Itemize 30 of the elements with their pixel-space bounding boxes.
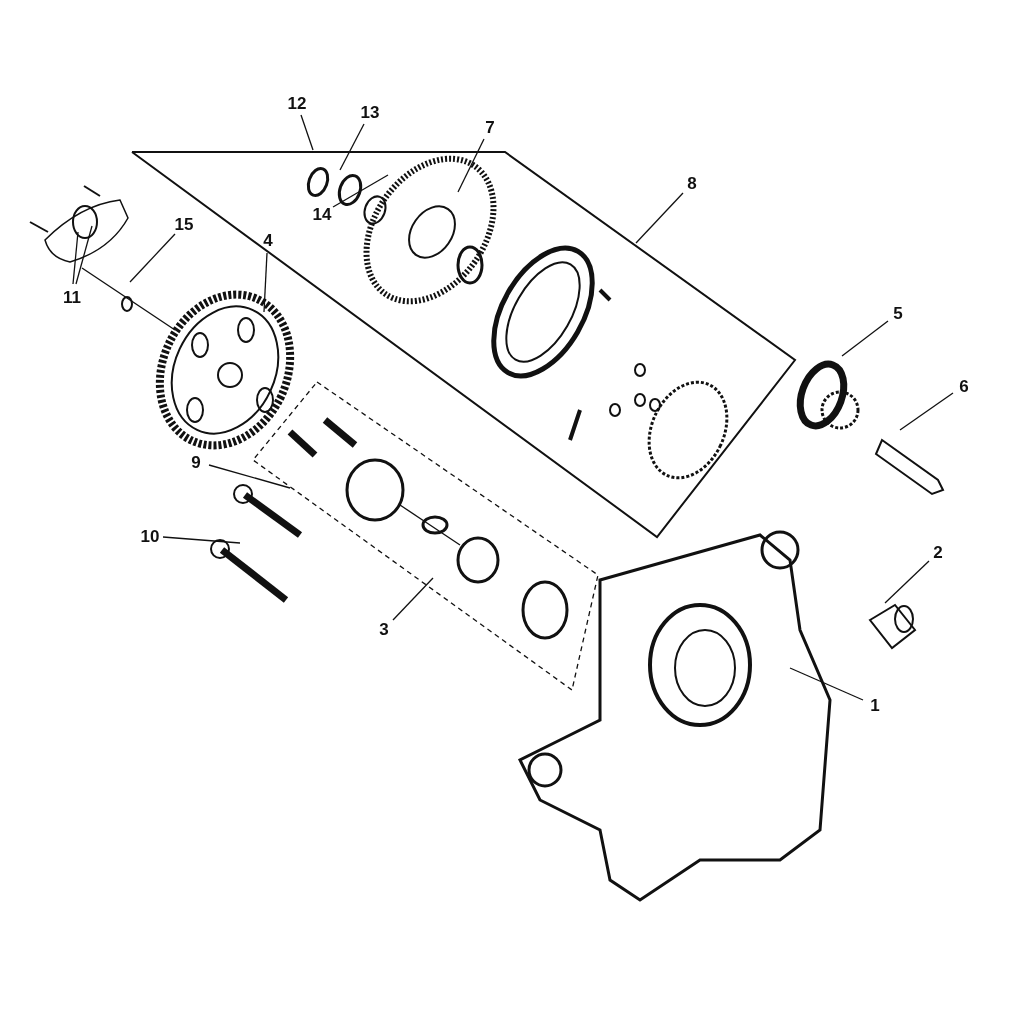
leader-line (300, 114, 314, 151)
callout-number: 15 (174, 215, 194, 233)
callout-number: 12 (287, 94, 307, 112)
leader-line (263, 252, 268, 313)
leader-line (635, 192, 684, 244)
callout-number: 7 (485, 118, 495, 136)
callout-number: 3 (379, 620, 389, 638)
leader-line (129, 233, 176, 283)
leader-line (208, 464, 291, 489)
callout-number: 6 (959, 377, 969, 395)
leader-line (339, 123, 365, 171)
leader-line (884, 560, 930, 604)
leader-line (899, 392, 954, 431)
callout-number: 8 (687, 174, 697, 192)
leader-line (789, 667, 864, 701)
leader-line (392, 577, 434, 621)
callout-number: 4 (263, 231, 273, 249)
callout-number: 11 (63, 288, 81, 306)
leader-line (457, 138, 485, 193)
leader-line (841, 320, 889, 357)
callout-number: 10 (140, 527, 160, 545)
leader-line (162, 536, 241, 544)
leader-line (72, 231, 79, 285)
callout-number: 2 (933, 543, 943, 561)
callout-number: 5 (893, 304, 903, 322)
callout-number: 9 (191, 453, 201, 471)
leader-line (75, 225, 93, 285)
callout-number: 13 (360, 103, 380, 121)
callout-number: 14 (312, 205, 332, 223)
callout-number: 1 (870, 696, 880, 714)
